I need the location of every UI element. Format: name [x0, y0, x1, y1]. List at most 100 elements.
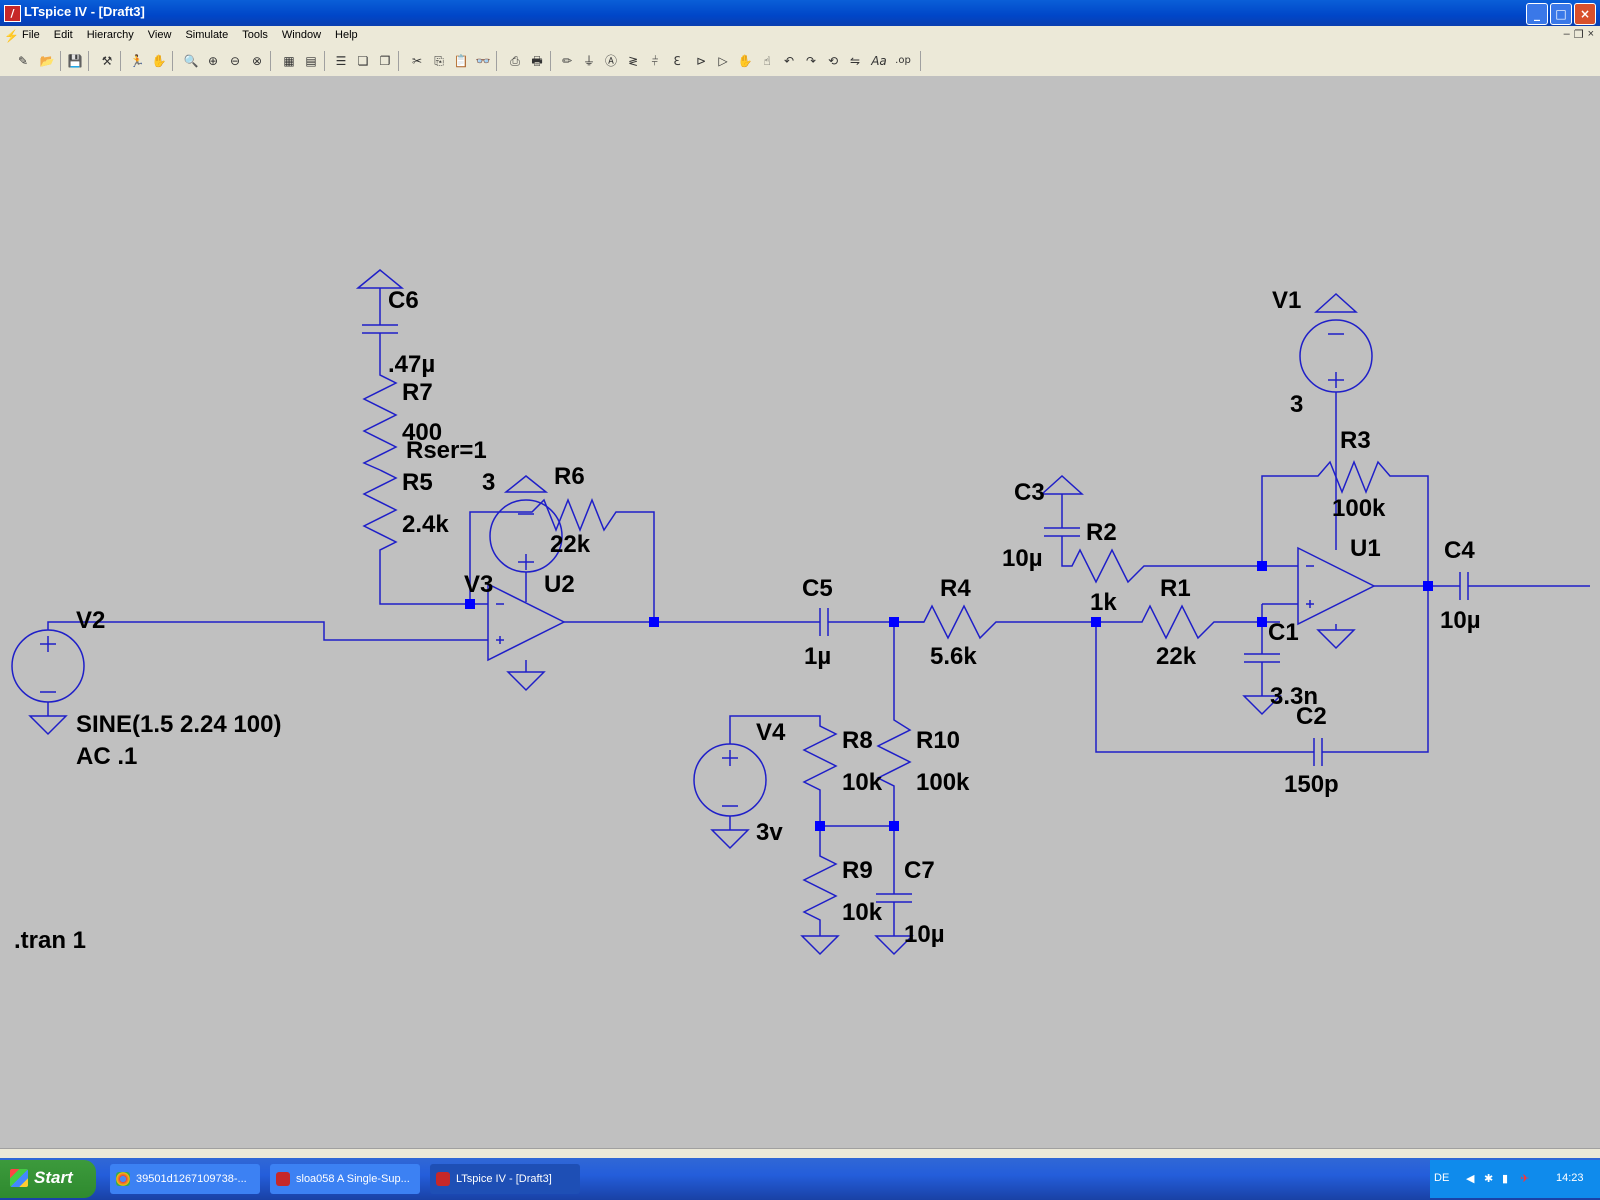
r2-value[interactable]: 1k [1090, 589, 1117, 616]
r9-value[interactable]: 10k [842, 899, 883, 926]
close-button[interactable]: × [1574, 3, 1596, 25]
c7-value[interactable]: 10µ [904, 921, 945, 948]
c5-value[interactable]: 1µ [804, 643, 831, 670]
start-button[interactable]: Start [0, 1160, 96, 1198]
undo-icon[interactable]: ↶ [783, 54, 795, 68]
c3-label[interactable]: C3 [1014, 479, 1045, 506]
r5-value[interactable]: 2.4k [402, 511, 449, 538]
menu-edit[interactable]: Edit [53, 29, 73, 41]
menu-hierarchy[interactable]: Hierarchy [86, 29, 134, 41]
c3-value[interactable]: 10µ [1002, 545, 1043, 572]
u1-label[interactable]: U1 [1350, 535, 1381, 562]
r7-value[interactable]: 400 [402, 419, 442, 446]
maximize-button[interactable]: □ [1550, 3, 1572, 25]
c4-value[interactable]: 10µ [1440, 607, 1481, 634]
r5-label[interactable]: R5 [402, 469, 433, 496]
wire-icon[interactable]: ✏ [561, 54, 573, 68]
u2-label[interactable]: U2 [544, 571, 575, 598]
v3-label[interactable]: V3 [464, 571, 493, 598]
run-icon[interactable]: 🏃 [129, 54, 145, 68]
schematic-canvas[interactable]: C6 .47µ R7 400 Rser=1 R5 2.4k 3 R6 22k V… [0, 76, 1600, 1148]
menu-tools[interactable]: Tools [242, 29, 268, 41]
r6-value[interactable]: 22k [550, 531, 591, 558]
label-net-icon[interactable]: Ⓐ [604, 54, 617, 68]
halt-icon[interactable]: ✋ [151, 54, 167, 68]
v1-value[interactable]: 3 [1290, 391, 1303, 418]
print-icon[interactable]: 🖶 [531, 54, 543, 68]
language-indicator[interactable]: DE [1434, 1172, 1450, 1184]
r7-label[interactable]: R7 [402, 379, 433, 406]
print-preview-icon[interactable]: ⎙ [510, 54, 520, 68]
mirror-icon[interactable]: ⇋ [849, 54, 861, 68]
menu-simulate[interactable]: Simulate [185, 29, 229, 41]
v4-value[interactable]: 3v [756, 819, 783, 846]
grid-icon[interactable]: ▤ [305, 54, 317, 68]
inductor-icon[interactable]: ℇ [673, 54, 681, 68]
c1-value[interactable]: 3.3n [1270, 683, 1318, 710]
r4-label[interactable]: R4 [940, 575, 971, 602]
autorange-icon[interactable]: ▦ [283, 54, 295, 68]
menu-view[interactable]: View [147, 29, 172, 41]
tile-horizontal-icon[interactable]: ☰ [335, 54, 347, 68]
rotate-icon[interactable]: ⟲ [827, 54, 839, 68]
pan-icon[interactable]: ⊕ [207, 54, 219, 68]
paste-icon[interactable]: 📋 [453, 54, 469, 68]
clock[interactable]: 14:23 [1556, 1172, 1584, 1184]
mdi-minimize-button[interactable]: – [1563, 28, 1570, 40]
taskbar-item-ltspice[interactable]: LTspice IV - [Draft3] [430, 1164, 580, 1194]
move-icon[interactable]: ✋ [737, 54, 753, 68]
diode-icon[interactable]: ⊳ [695, 54, 707, 68]
capacitor-icon[interactable]: ⫩ [651, 54, 659, 68]
zoom-out-icon[interactable]: ⊖ [229, 54, 241, 68]
zoom-in-icon[interactable]: 🔍 [183, 54, 199, 68]
ground-icon[interactable]: ⏚ [582, 54, 595, 68]
menu-help[interactable]: Help [335, 29, 358, 41]
open-icon[interactable]: 📂 [39, 54, 55, 68]
r1-value[interactable]: 22k [1156, 643, 1197, 670]
c6-value[interactable]: .47µ [388, 351, 435, 378]
c2-value[interactable]: 150p [1284, 771, 1339, 798]
horizontal-scrollbar[interactable] [0, 1148, 1600, 1159]
v1-label[interactable]: V1 [1272, 287, 1301, 314]
component-icon[interactable]: ▷ [718, 54, 728, 68]
spice-directive-icon[interactable]: .op [895, 55, 911, 66]
v4-label[interactable]: V4 [756, 719, 786, 746]
menu-window[interactable]: Window [281, 29, 322, 41]
ltspice-app-icon[interactable]: / [4, 5, 21, 22]
c7-label[interactable]: C7 [904, 857, 935, 884]
text-icon[interactable]: Aa [871, 54, 887, 68]
r8-value[interactable]: 10k [842, 769, 883, 796]
save-icon[interactable]: 💾 [67, 54, 83, 68]
redo-icon[interactable]: ↷ [805, 54, 817, 68]
zoom-full-icon[interactable]: ⊗ [251, 54, 263, 68]
tran-directive[interactable]: .tran 1 [14, 927, 86, 954]
minimize-button[interactable]: _ [1526, 3, 1548, 25]
r9-label[interactable]: R9 [842, 857, 873, 884]
copy-icon[interactable]: ⎘ [434, 54, 444, 68]
control-panel-icon[interactable]: ⚒ [101, 54, 113, 68]
c5-label[interactable]: C5 [802, 575, 833, 602]
c6-label[interactable]: C6 [388, 287, 419, 314]
drag-icon[interactable]: ☝ [763, 54, 771, 68]
r2-label[interactable]: R2 [1086, 519, 1117, 546]
v2-label[interactable]: V2 [76, 607, 105, 634]
acrobat-icon[interactable]: ✈ [1520, 1173, 1530, 1185]
r3-value[interactable]: 100k [1332, 495, 1386, 522]
cut-icon[interactable]: ✂ [411, 54, 423, 68]
tile-vertical-icon[interactable]: ❏ [357, 54, 369, 68]
tray-app-icon[interactable]: ✱ [1484, 1173, 1494, 1185]
r7-rser[interactable]: Rser=1 [406, 437, 487, 464]
resistor-icon[interactable]: ≷ [627, 54, 639, 68]
r10-value[interactable]: 100k [916, 769, 970, 796]
document-icon[interactable]: ⚡ [4, 29, 19, 43]
tray-arrow-icon[interactable]: ◀ [1466, 1173, 1475, 1185]
c1-label[interactable]: C1 [1268, 619, 1299, 646]
find-icon[interactable]: 👓 [475, 54, 491, 68]
r1-label[interactable]: R1 [1160, 575, 1191, 602]
network-icon[interactable]: ▮ [1502, 1173, 1509, 1185]
r8-label[interactable]: R8 [842, 727, 873, 754]
v3-value[interactable]: 3 [482, 469, 495, 496]
c4-label[interactable]: C4 [1444, 537, 1475, 564]
v2-value-sine[interactable]: SINE(1.5 2.24 100) [76, 711, 281, 738]
r4-value[interactable]: 5.6k [930, 643, 977, 670]
